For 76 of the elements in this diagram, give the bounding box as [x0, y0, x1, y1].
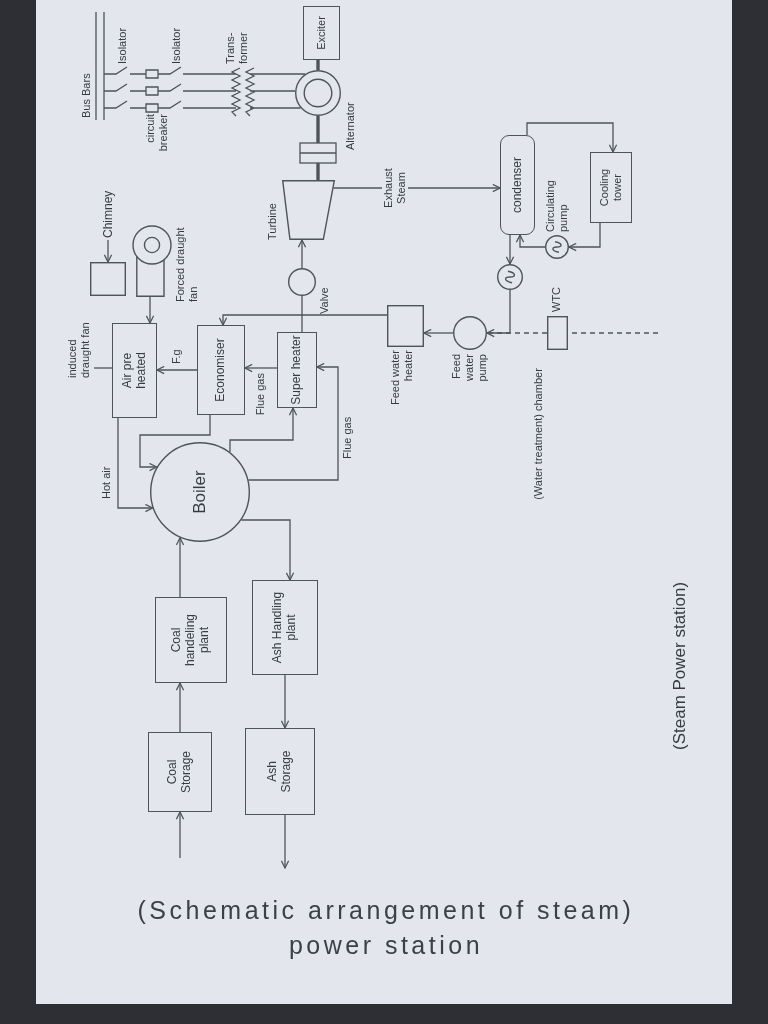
component-label: WTC	[550, 285, 563, 312]
chimney-symbol	[90, 262, 126, 296]
node-label: Cooling tower	[598, 167, 624, 209]
process-box	[148, 732, 212, 812]
node-label: Super heater	[290, 335, 304, 405]
flow-arrow	[486, 289, 511, 338]
flow-arrow	[280, 674, 290, 729]
process-box	[155, 597, 227, 683]
turbine-symbol	[282, 180, 335, 240]
part-label: Bus Bars	[80, 72, 93, 118]
process-box	[590, 152, 632, 223]
flow-arrow	[103, 239, 113, 263]
pump-symbol	[545, 235, 569, 259]
flow-arrow	[240, 519, 295, 581]
connector-line	[301, 295, 303, 333]
diagram-title: (Steam Power station)	[670, 580, 690, 750]
treatment-box	[547, 316, 568, 350]
flow-arrow	[515, 234, 546, 248]
fan-symbol	[132, 225, 172, 297]
process-box	[252, 580, 318, 675]
connector-line	[93, 367, 113, 369]
flow-arrow	[175, 537, 185, 598]
process-box	[112, 323, 157, 418]
valve-symbol	[288, 268, 316, 296]
process-box	[197, 325, 245, 415]
process-box	[500, 135, 535, 235]
process-box	[245, 728, 315, 815]
node-label: Coal handeling plant	[170, 612, 212, 669]
flow-arrow	[229, 407, 298, 453]
flow-arrow	[297, 239, 307, 269]
flow-arrow	[247, 362, 339, 481]
shaft-line	[316, 60, 320, 70]
flow-arrow	[145, 296, 155, 324]
heater-box	[387, 305, 424, 347]
node-label: Economiser	[214, 338, 228, 402]
flow-arrow	[505, 234, 515, 265]
part-label: Isolator	[170, 26, 183, 64]
flow-arrow	[156, 365, 198, 375]
part-label: Trans-former	[224, 31, 251, 64]
node-label: Exciter	[315, 16, 328, 50]
component-label: (Water treatment) chamber	[532, 367, 545, 502]
node-label: Air pre heated	[120, 351, 149, 391]
part-label: induced draught fan	[64, 310, 94, 380]
component-label: Circulating pump	[544, 179, 571, 232]
node-label: Ash Handling plant	[271, 590, 299, 666]
flow-arrow	[280, 814, 290, 869]
flow-arrow	[423, 328, 454, 338]
node-label: condenser	[510, 157, 525, 214]
alternator-symbol	[295, 70, 341, 116]
flow-arrow	[218, 314, 388, 326]
flow-arrow	[175, 811, 185, 859]
component-label: Feed water heater	[389, 350, 416, 408]
process-box	[303, 6, 340, 60]
node-label: Boiler	[190, 470, 210, 514]
flow-arrow	[244, 363, 278, 373]
pump-symbol	[497, 264, 523, 290]
component-label: Valve	[318, 286, 331, 314]
flow-arrow	[568, 222, 601, 252]
node-label: Ash Storage	[266, 749, 294, 795]
flow-arrow	[175, 682, 185, 733]
part-label: circuit breaker	[144, 114, 171, 154]
flow-arrow	[526, 122, 618, 153]
node-label: Coal Storage	[166, 750, 194, 795]
flow-arrow	[117, 417, 154, 513]
component-label: Alternator	[344, 101, 357, 150]
process-circle	[150, 442, 250, 542]
component-label: Turbine	[266, 202, 279, 240]
process-box	[277, 332, 317, 408]
flow-arrow	[139, 414, 211, 472]
caption: (Schematic arrangement of steam) power station	[136, 895, 636, 961]
part-label: Chimney	[101, 180, 116, 240]
dashed-line	[486, 332, 548, 334]
component-label: Forced draught fan	[174, 226, 201, 302]
pump-symbol	[453, 316, 487, 350]
part-label: Isolator	[116, 26, 129, 64]
component-label: Feed water pump	[450, 354, 490, 384]
